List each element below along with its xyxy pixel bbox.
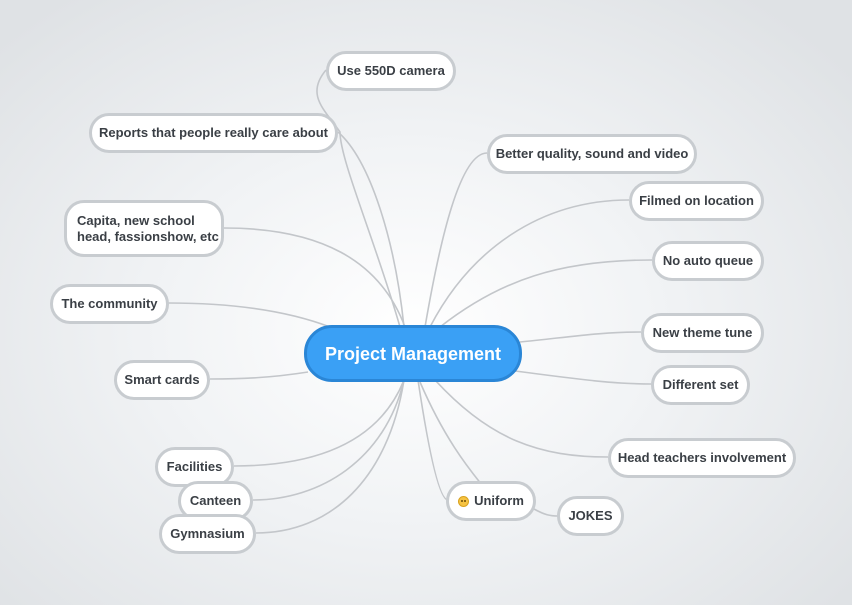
node-label: Reports that people really care about <box>98 125 328 140</box>
node-label: Head teachers involvement <box>617 450 787 465</box>
node-different-set[interactable]: Different set <box>651 365 750 405</box>
node-filmed-on-location[interactable]: Filmed on location <box>629 181 764 221</box>
node-label-line-1: Capita, new school <box>77 212 195 228</box>
link-capita <box>223 227 406 328</box>
node-new-theme-tune[interactable]: New theme tune <box>641 313 764 353</box>
node-head-teachers-involvement[interactable]: Head teachers involvement <box>608 438 796 478</box>
link-smart-cards <box>209 371 309 380</box>
neutral-face-emoji-icon <box>458 495 470 507</box>
link-uniform-base <box>419 381 483 486</box>
node-label: JOKES <box>568 508 613 523</box>
node-label: Gymnasium <box>170 526 245 541</box>
node-label: The community <box>61 296 158 311</box>
node-label: Uniform <box>474 493 524 508</box>
root-label: Project Management <box>324 343 502 364</box>
link-gymnasium <box>255 379 405 534</box>
node-label: Filmed on location <box>639 193 754 208</box>
link-theme-tune <box>519 331 642 343</box>
link-different-set <box>514 370 652 385</box>
node-gymnasium[interactable]: Gymnasium <box>159 514 256 554</box>
link-head-teachers <box>434 379 609 458</box>
node-label: Smart cards <box>124 372 200 387</box>
link-facilities <box>233 379 405 467</box>
link-filmed <box>429 199 630 328</box>
node-jokes[interactable]: JOKES <box>557 496 624 536</box>
node-facilities[interactable]: Facilities <box>155 447 234 487</box>
node-label: No auto queue <box>662 253 754 268</box>
node-label: Better quality, sound and video <box>495 146 689 161</box>
link-camera <box>316 69 401 328</box>
node-label: Canteen <box>189 493 242 508</box>
link-better-quality <box>424 152 488 328</box>
node-label: Facilities <box>166 459 223 474</box>
node-smart-cards[interactable]: Smart cards <box>114 360 210 400</box>
node-label: Different set <box>662 377 739 392</box>
node-label: Use 550D camera <box>337 63 445 78</box>
node-reports[interactable]: Reports that people really care about <box>89 113 338 153</box>
link-uniform <box>417 379 449 501</box>
node-label-wrap: Capita, new school head, fassionshow, et… <box>77 213 219 245</box>
node-no-auto-queue[interactable]: No auto queue <box>652 241 764 281</box>
node-use-550d-camera[interactable]: Use 550D camera <box>326 51 456 91</box>
link-auto-queue <box>439 259 653 328</box>
link-jokes <box>533 508 559 517</box>
node-better-quality[interactable]: Better quality, sound and video <box>487 134 697 174</box>
node-uniform[interactable]: Uniform <box>446 481 536 521</box>
link-canteen <box>252 379 405 501</box>
root-node[interactable]: Project Management <box>304 325 522 382</box>
node-the-community[interactable]: The community <box>50 284 169 324</box>
node-label-line-2: head, fassionshow, etc <box>77 228 219 244</box>
node-label: New theme tune <box>652 325 753 340</box>
node-capita[interactable]: Capita, new school head, fassionshow, et… <box>64 200 224 257</box>
link-reports <box>337 131 405 328</box>
link-community <box>167 302 331 328</box>
